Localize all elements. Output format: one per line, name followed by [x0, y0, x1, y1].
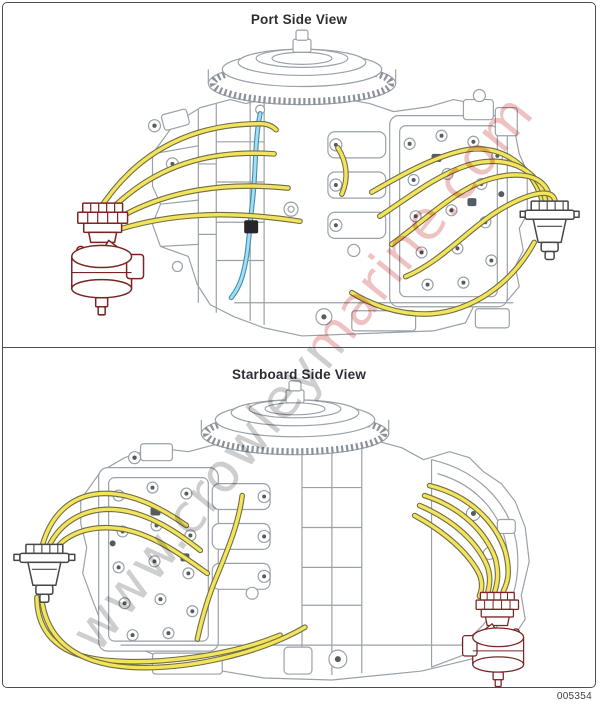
engine-block — [80, 440, 530, 681]
panel-port-side: Port Side View — [3, 3, 595, 348]
fuel-line-connector — [519, 200, 580, 261]
port-panel-title: Port Side View — [250, 12, 348, 27]
flywheel — [207, 29, 397, 106]
flywheel — [200, 380, 390, 456]
figure-frame: Port Side View — [2, 2, 596, 688]
port-engine-illustration — [71, 29, 580, 337]
starboard-engine-illustration — [13, 380, 530, 687]
fuel-lines-yellow — [34, 482, 511, 671]
figure-number: 005354 — [556, 691, 592, 702]
fuel-line-connector — [13, 543, 76, 603]
fuel-lines-yellow — [94, 120, 558, 317]
fuel-pump-assembly-highlight — [71, 202, 145, 316]
hose-clip — [244, 220, 259, 234]
panel-starboard-side: Starboard Side View — [3, 348, 595, 687]
fuel-pump-assembly-highlight — [461, 591, 525, 687]
starboard-panel-title: Starboard Side View — [231, 367, 367, 382]
